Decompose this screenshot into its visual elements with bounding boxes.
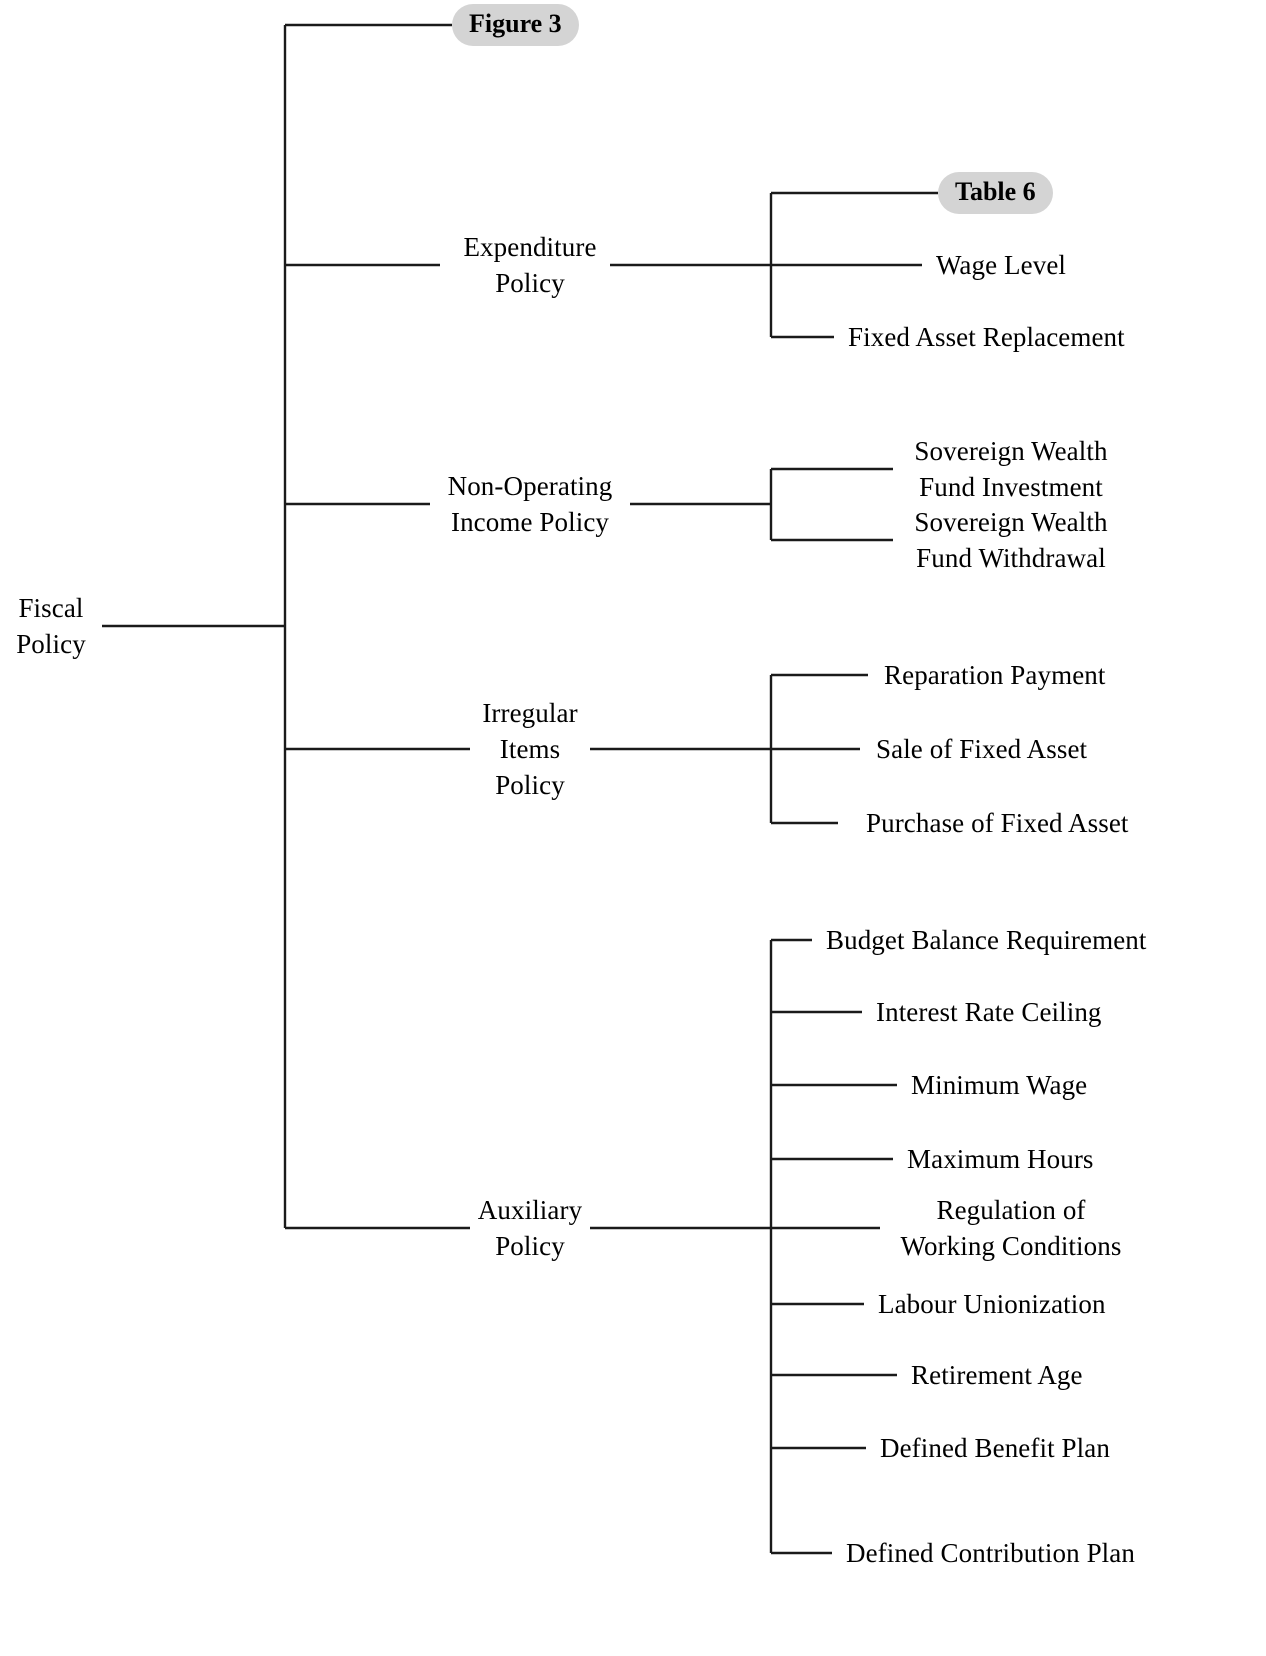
node-fiscal-policy[interactable]: Fiscal Policy	[16, 593, 86, 659]
leaf-fixed-asset-replacement[interactable]: Fixed Asset Replacement	[848, 322, 1125, 352]
leaf-purchase-of-fixed-asset[interactable]: Purchase of Fixed Asset	[866, 808, 1129, 838]
node-auxiliary-policy[interactable]: Auxiliary Policy	[477, 1195, 583, 1261]
leaf-sovereign-wealth-fund-investment[interactable]: Sovereign Wealth Fund Investment	[914, 436, 1108, 502]
leaf-wage-level[interactable]: Wage Level	[936, 250, 1067, 280]
leaf-regulation-of-working-conditions[interactable]: Regulation of Working Conditions	[900, 1195, 1122, 1261]
leaf-sovereign-wealth-fund-withdrawal[interactable]: Sovereign Wealth Fund Withdrawal	[914, 507, 1108, 573]
node-expenditure-policy[interactable]: Expenditure Policy	[463, 232, 597, 298]
leaf-sale-of-fixed-asset[interactable]: Sale of Fixed Asset	[876, 734, 1088, 764]
badge-figure-3[interactable]: Figure 3	[452, 4, 579, 46]
leaf-retirement-age[interactable]: Retirement Age	[911, 1360, 1083, 1390]
leaf-interest-rate-ceiling[interactable]: Interest Rate Ceiling	[876, 997, 1102, 1027]
leaf-defined-benefit-plan[interactable]: Defined Benefit Plan	[880, 1433, 1110, 1463]
leaf-reparation-payment[interactable]: Reparation Payment	[884, 660, 1106, 690]
leaf-defined-contribution-plan[interactable]: Defined Contribution Plan	[846, 1538, 1135, 1568]
leaf-budget-balance-requirement[interactable]: Budget Balance Requirement	[826, 925, 1147, 955]
node-irregular-items-policy[interactable]: Irregular Items Policy	[482, 698, 578, 800]
leaf-minimum-wage[interactable]: Minimum Wage	[911, 1070, 1088, 1100]
badge-table-6[interactable]: Table 6	[938, 172, 1053, 214]
leaf-maximum-hours[interactable]: Maximum Hours	[907, 1144, 1094, 1174]
leaf-labour-unionization[interactable]: Labour Unionization	[878, 1289, 1106, 1319]
node-non-operating-income-policy[interactable]: Non-Operating Income Policy	[447, 471, 613, 537]
